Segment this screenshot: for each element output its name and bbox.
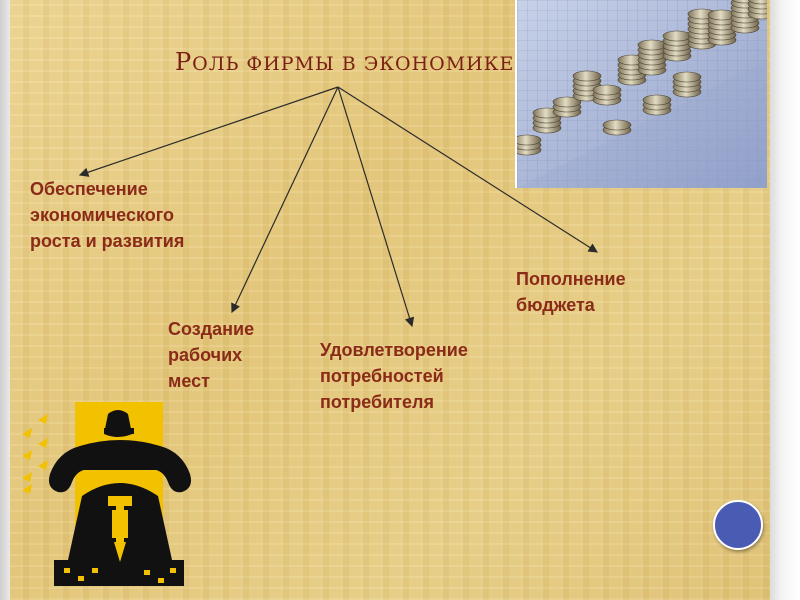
coin	[572, 70, 602, 82]
jackhammer-worker-icon	[20, 400, 200, 595]
coin	[642, 94, 672, 106]
coin	[747, 0, 767, 5]
coin	[552, 96, 582, 108]
coin	[672, 71, 702, 83]
role-consumers: Удовлетворение потребностей потребителя	[320, 340, 468, 412]
coin	[517, 134, 542, 146]
role-jobs: Создание рабочих мест	[168, 319, 255, 391]
left-frame-border	[0, 0, 10, 600]
slide-title-initial: Р	[175, 48, 193, 76]
coin	[602, 119, 632, 131]
arrow-to-consumers	[337, 86, 415, 328]
arrow-to-jobs	[231, 86, 339, 314]
role-budget: Пополнение бюджета	[516, 269, 626, 315]
slide-title: РОЛЬ ФИРМЫ В ЭКОНОМИКЕ	[175, 48, 514, 76]
coin-stacks-photo	[515, 0, 767, 188]
coin	[592, 84, 622, 96]
arrow-to-budget	[337, 86, 599, 253]
right-frame-border	[770, 0, 800, 600]
navigation-dot-button[interactable]	[713, 500, 763, 550]
arrow-to-growth	[78, 86, 339, 177]
role-growth: Обеспечение экономического роста и разви…	[30, 179, 185, 251]
slide-title-rest: ОЛЬ ФИРМЫ В ЭКОНОМИКЕ	[192, 53, 515, 75]
